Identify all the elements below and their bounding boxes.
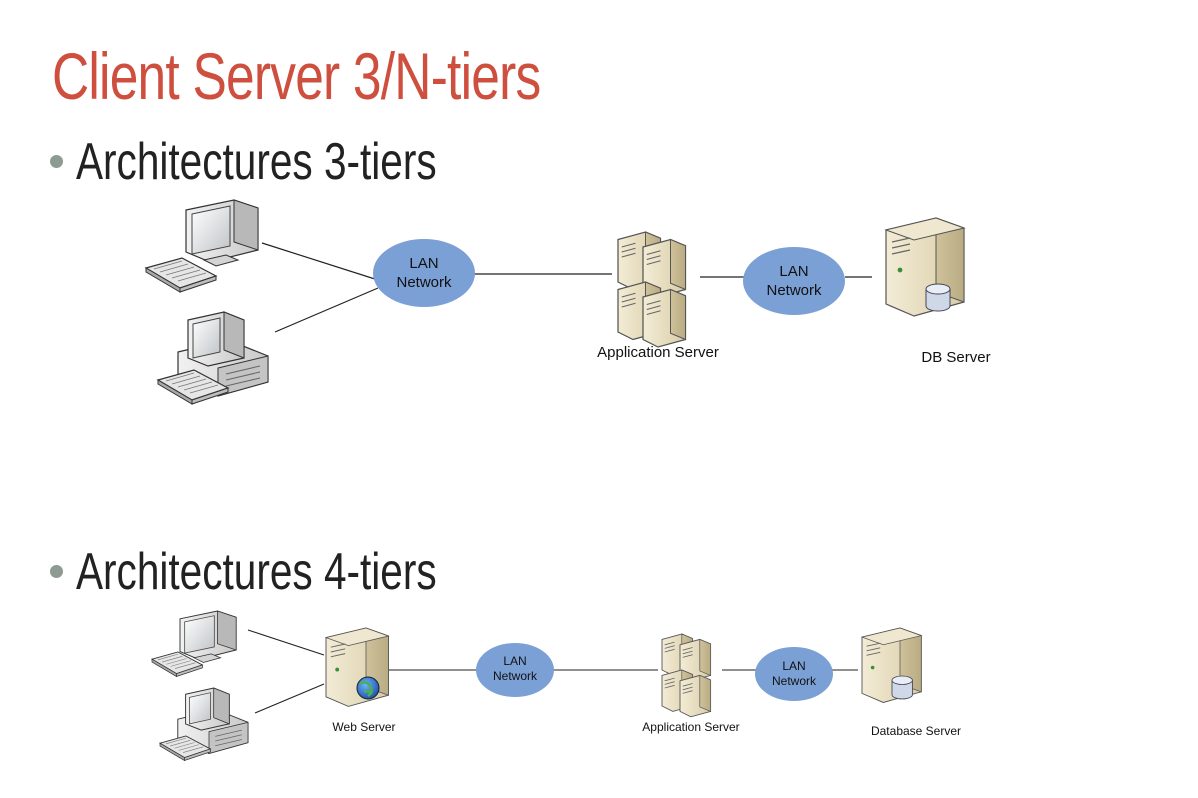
bullet-dot — [50, 155, 63, 168]
application-server-label: Application Server — [597, 344, 719, 361]
lan-network-2-line2: Network — [772, 674, 817, 688]
heading-4-tiers: Architectures 4-tiers — [76, 543, 437, 601]
application-server-label: Application Server — [642, 720, 739, 734]
globe-icon — [356, 676, 380, 700]
web-server-icon — [325, 627, 389, 707]
db-server-icon — [885, 217, 965, 317]
lan-network-2 — [755, 647, 833, 701]
heading-3-tiers: Architectures 3-tiers — [76, 133, 437, 191]
link-client1-webserver — [247, 629, 325, 656]
database-cylinder-icon — [891, 675, 913, 700]
client-keyboard-icon — [145, 257, 217, 293]
application-server-icon — [661, 633, 712, 718]
client-monitor-icon — [179, 610, 237, 663]
db-server-label: DB Server — [921, 349, 990, 366]
lan-network-1 — [373, 239, 475, 307]
link-client1-lan — [261, 242, 379, 281]
lan-network-2 — [743, 247, 845, 315]
lan-network-1-line2: Network — [493, 669, 538, 683]
slide-title: Client Server 3/N-tiers — [52, 39, 541, 113]
application-server-icon — [617, 231, 687, 348]
database-server-label: Database Server — [871, 724, 961, 738]
lan-network-1 — [476, 643, 554, 697]
lan-network-1-line2: Network — [396, 274, 452, 291]
lan-network-1-line1: LAN — [503, 654, 526, 668]
lan-network-2-line2: Network — [766, 282, 822, 299]
link-client2-lan — [274, 287, 379, 333]
bullet-dot — [50, 565, 63, 578]
lan-network-2-line1: LAN — [782, 659, 805, 673]
web-server-label: Web Server — [332, 720, 395, 734]
lan-network-1-line1: LAN — [409, 255, 438, 272]
lan-network-2-line1: LAN — [779, 263, 808, 280]
client-monitor-icon — [185, 199, 259, 267]
link-client2-webserver — [254, 683, 325, 714]
diagram-4-tiers: Web Server LAN Network Application Serve… — [151, 610, 961, 761]
diagram-3-tiers: LAN Network Application Server LAN Netwo… — [145, 199, 991, 405]
database-cylinder-icon — [925, 283, 951, 312]
